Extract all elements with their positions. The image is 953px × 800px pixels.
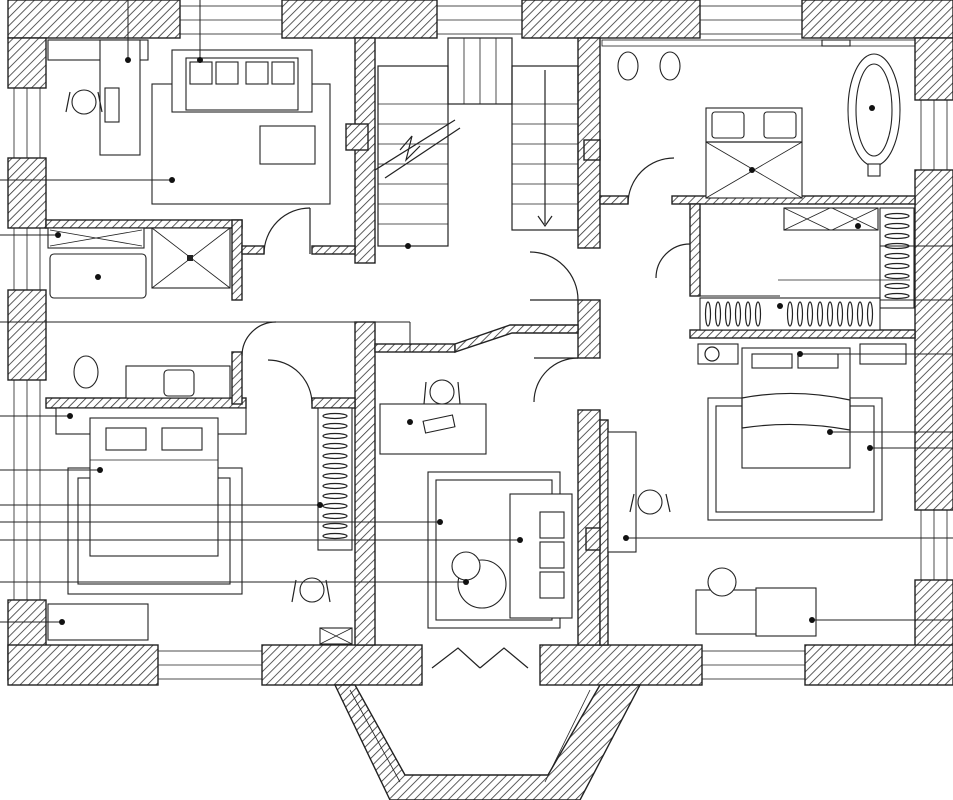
hall-doors: [529, 157, 691, 403]
office-chair-icon: [629, 489, 671, 515]
door-swing: [263, 207, 311, 255]
bidet: [659, 51, 681, 81]
toilet: [617, 51, 639, 81]
windows: [13, 5, 948, 680]
study-lounge-room: [47, 39, 331, 255]
office-chair-icon: [65, 89, 103, 115]
callout-leaders: [0, 0, 953, 625]
staircase: [345, 37, 601, 247]
desk: [607, 431, 637, 553]
master-bedroom: [607, 343, 907, 637]
office-chair-icon: [291, 577, 331, 603]
office-chair-icon: [423, 379, 461, 405]
bay-window: [333, 684, 642, 800]
desk: [99, 39, 141, 156]
french-door: [431, 647, 529, 669]
toilet: [73, 355, 99, 389]
living-room: [379, 379, 601, 669]
coffee-table: [259, 125, 316, 165]
bedroom-left: [47, 407, 353, 645]
bathroom-left: [47, 227, 313, 405]
wardrobe: [317, 407, 353, 551]
exterior-walls: [7, 0, 953, 686]
walk-in-closet: [699, 207, 915, 331]
nightstand: [697, 343, 739, 365]
sink: [163, 369, 195, 397]
master-bathroom: [601, 39, 916, 199]
desk-object: [104, 87, 120, 123]
